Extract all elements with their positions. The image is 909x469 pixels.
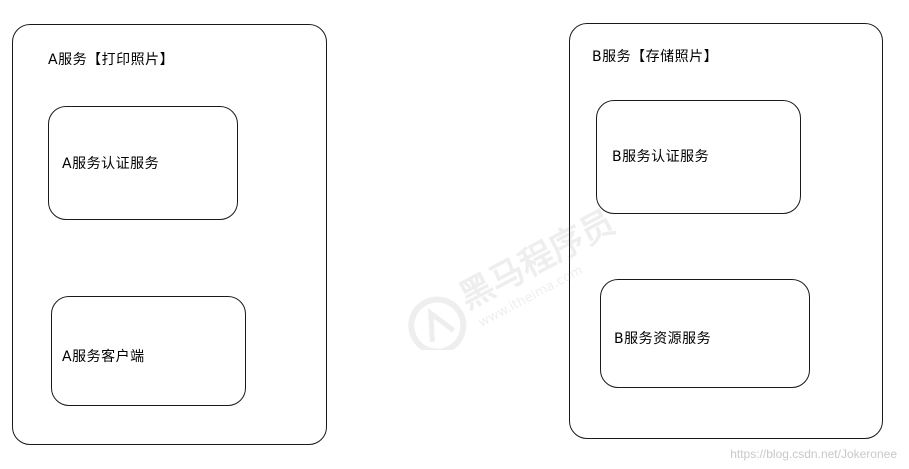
service-b-container <box>569 23 883 439</box>
service-b-resource-box <box>600 279 810 388</box>
service-b-auth-box <box>596 100 801 214</box>
service-b-resource-label: B服务资源服务 <box>614 331 712 347</box>
watermark-logo-mark <box>427 307 456 342</box>
service-a-container <box>12 24 327 445</box>
service-b-title: B服务【存储照片】 <box>592 49 719 65</box>
service-a-auth-label: A服务认证服务 <box>62 156 160 172</box>
service-b-auth-label: B服务认证服务 <box>612 149 710 165</box>
watermark-logo-circle <box>408 296 467 350</box>
service-a-client-box <box>51 296 246 406</box>
service-a-auth-box <box>48 106 238 220</box>
watermark-logo: 黑马程序员 www.itheima.com <box>408 202 618 350</box>
service-a-title: A服务【打印照片】 <box>48 52 175 68</box>
service-a-client-label: A服务客户端 <box>62 349 145 365</box>
footer-watermark: https://blog.csdn.net/Jokeronee <box>730 447 897 461</box>
